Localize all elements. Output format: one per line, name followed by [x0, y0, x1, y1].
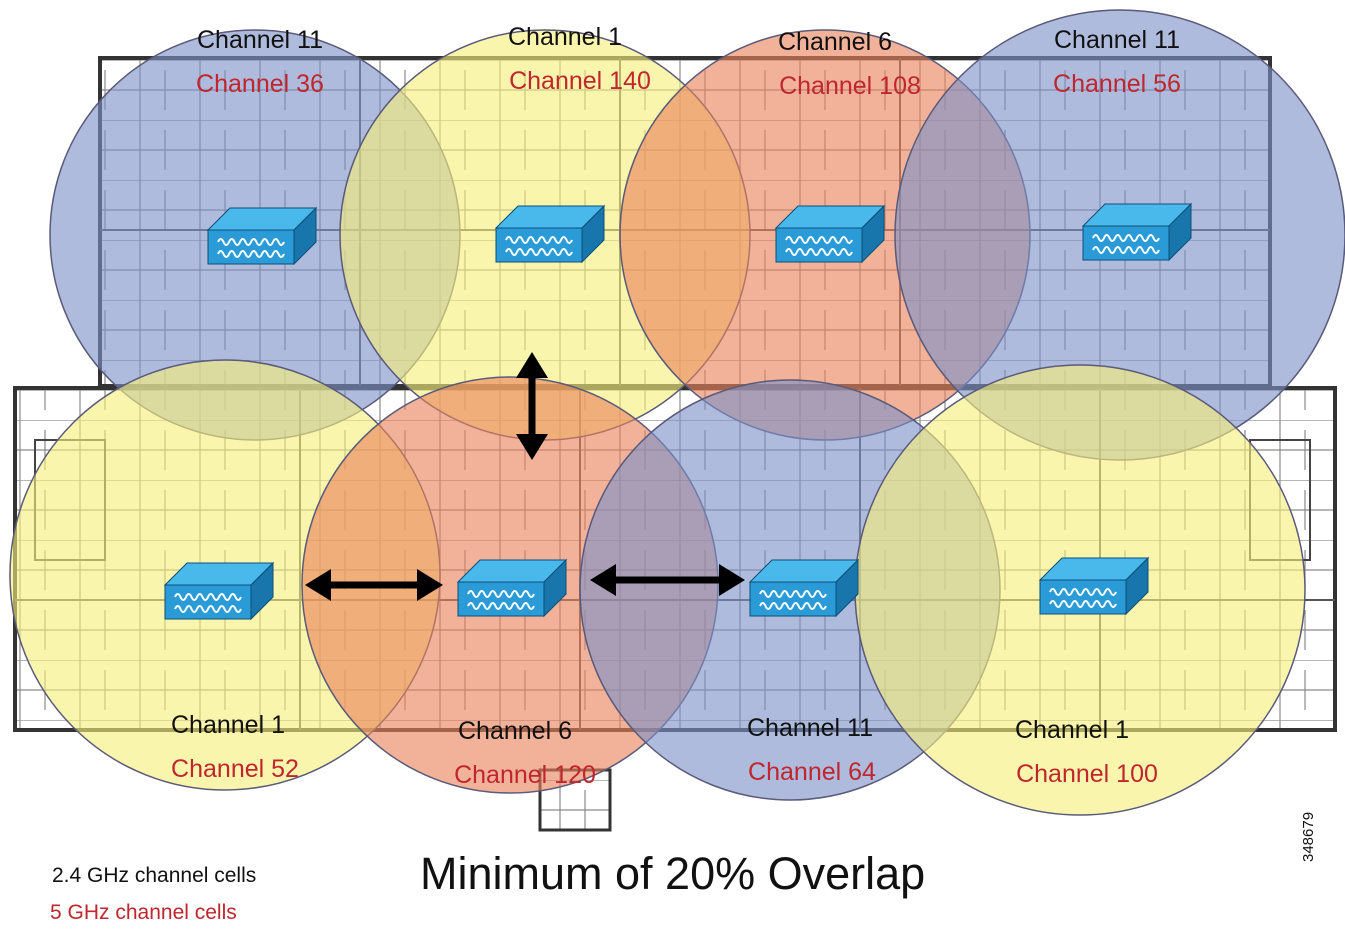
legend-5-ghz: 5 GHz channel cells — [50, 901, 237, 924]
channel-label-5-ghz: Channel 100 — [1016, 760, 1158, 788]
access-points — [163, 202, 1193, 621]
double-arrow-icon — [516, 352, 548, 460]
channel-label-2-4-ghz: Channel 6 — [458, 717, 572, 745]
channel-labels: Channel 11 Channel 36 Channel 1 Channel 140… — [171, 23, 1181, 789]
channel-label-2-4-ghz: Channel 1 — [171, 711, 285, 739]
wireless-access-point-icon — [456, 558, 568, 618]
channel-label-2-4-ghz: Channel 6 — [778, 28, 892, 56]
double-arrow-icon — [590, 564, 745, 596]
channel-label-2-4-ghz: Channel 11 — [1054, 26, 1180, 54]
channel-label-5-ghz: Channel 36 — [196, 70, 324, 98]
channel-label-2-4-ghz: Channel 11 — [747, 714, 873, 742]
channel-label-2-4-ghz: Channel 1 — [1015, 716, 1129, 744]
channel-label-2-4-ghz: Channel 1 — [508, 23, 622, 51]
overlap-arrows — [305, 352, 745, 601]
channel-label-5-ghz: Channel 56 — [1053, 70, 1181, 98]
wireless-access-point-icon — [206, 206, 318, 266]
wireless-access-point-icon — [748, 558, 860, 618]
wireless-access-point-icon — [1081, 202, 1193, 262]
figure-id: 348679 — [1300, 811, 1317, 862]
channel-label-2-4-ghz: Channel 11 — [197, 26, 323, 54]
channel-label-5-ghz: Channel 52 — [171, 755, 299, 783]
overlap-caption: Minimum of 20% Overlap — [420, 848, 926, 899]
channel-label-5-ghz: Channel 140 — [509, 67, 651, 95]
double-arrow-icon — [305, 569, 443, 601]
wireless-access-point-icon — [1038, 556, 1150, 616]
channel-cells — [9, 9, 1345, 816]
legend-2-4-ghz: 2.4 GHz channel cells — [52, 864, 257, 887]
channel-label-5-ghz: Channel 108 — [779, 72, 921, 100]
wireless-access-point-icon — [163, 561, 275, 621]
wireless-access-point-icon — [774, 204, 886, 264]
wireless-access-point-icon — [494, 204, 606, 264]
channel-label-5-ghz: Channel 64 — [748, 758, 876, 786]
channel-label-5-ghz: Channel 120 — [454, 761, 596, 789]
